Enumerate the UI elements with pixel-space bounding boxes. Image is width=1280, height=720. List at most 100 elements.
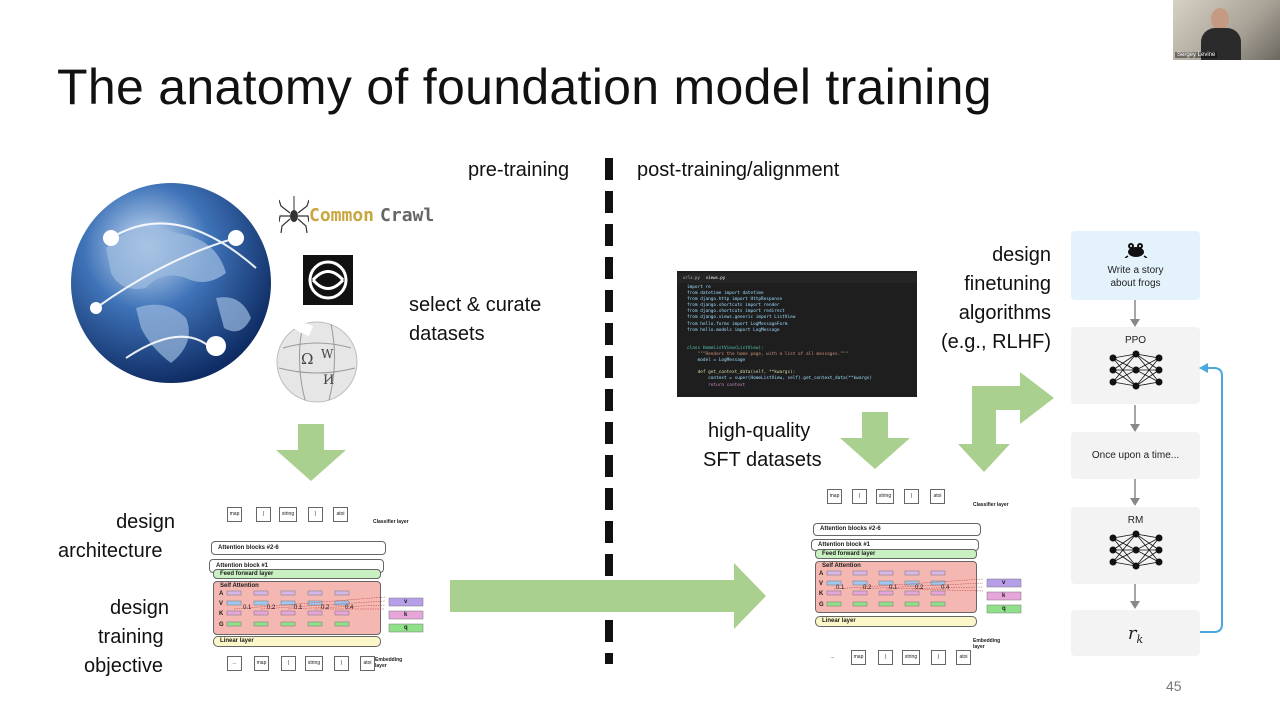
code-line: from django.views.generic import ListVie… <box>687 315 796 321</box>
alg-line1: design <box>992 244 1051 266</box>
transformer-diagram-right: map ( string ) atoi Classifier layer Att… <box>805 489 1035 665</box>
globe-icon <box>71 183 271 383</box>
sft-line1: high-quality <box>708 420 811 442</box>
bottom-token: atoi <box>956 650 971 665</box>
ppo-box: PPO <box>1071 327 1200 404</box>
top-token: ) <box>308 507 323 522</box>
editor-tabs: urls.py views.py <box>677 273 917 283</box>
alg-line4: (e.g., RLHF) <box>940 331 1051 353</box>
code-line: class HomeListView(ListView): <box>687 345 764 351</box>
svg-text:W: W <box>321 347 334 361</box>
attn-weight: 0.1 <box>243 605 252 611</box>
code-line: from datetime import datetime <box>687 291 764 297</box>
ppo-label: PPO <box>1124 335 1147 346</box>
row-v: V <box>819 581 824 587</box>
transformer-diagram-left: map ( string ) atoi Classifier layer Att… <box>205 505 435 680</box>
sft-line2: SFT datasets <box>703 449 822 471</box>
slide-number: 45 <box>1166 678 1182 694</box>
attn-weight: 0.2 <box>863 585 872 591</box>
reward-box: r k <box>1071 610 1200 656</box>
svg-text:И: И <box>323 373 334 388</box>
alg-line3: algorithms <box>958 302 1051 324</box>
k-vector-label: k <box>1002 593 1006 599</box>
webcam-name-tag: Sergey Levine <box>1175 52 1218 58</box>
code-line: def get_context_data(self, **kwargs): <box>687 370 796 376</box>
attn-weight: 0.4 <box>941 585 950 591</box>
down-arrow-icon <box>276 424 346 481</box>
reward-subscript: k <box>1136 632 1144 646</box>
webcam-thumbnail: Sergey Levine <box>1173 0 1280 60</box>
design-objective-line2: training <box>98 626 164 648</box>
wikipedia-icon: Ω W И <box>276 321 358 403</box>
code-line: from django.shortcuts import render <box>687 303 780 309</box>
pretraining-label: pre-training <box>468 159 570 181</box>
row-v: V <box>219 601 224 607</box>
bottom-token: ) <box>334 656 349 671</box>
flow-arrow-icon <box>1130 584 1140 610</box>
attn-weight: 0.1 <box>836 585 845 591</box>
svg-text:Ω: Ω <box>301 350 313 368</box>
flow-arrow-icon <box>1130 405 1140 433</box>
spider-icon <box>279 196 309 234</box>
classifier-layer-label: Classifier layer <box>973 502 1009 508</box>
arch-line1: design <box>116 511 175 533</box>
top-token: string <box>279 507 297 522</box>
v-vector-label: v <box>404 599 408 605</box>
prompt-box: Write a story about frogs <box>1071 231 1200 300</box>
attn-weight: 0.2 <box>321 605 330 611</box>
alg-line2: finetuning <box>964 273 1051 295</box>
dataset-logo-icon <box>303 255 353 305</box>
bottom-token: ... <box>227 656 242 671</box>
top-token: ( <box>852 489 867 504</box>
bottom-token: ... <box>825 650 840 665</box>
code-line: return context <box>687 382 746 388</box>
design-objective-line1: design <box>110 597 169 619</box>
self-attention-label: Self Attention <box>822 563 861 569</box>
row-g: G <box>219 622 224 628</box>
bottom-token: ( <box>281 656 296 671</box>
bent-arrow-icon <box>958 372 1054 472</box>
slide-title: The anatomy of foundation model training <box>57 59 992 115</box>
top-token: ) <box>904 489 919 504</box>
common-crawl-text-1: Common <box>309 204 375 226</box>
top-token: atoi <box>333 507 348 522</box>
response-text: Once upon a time... <box>1091 450 1180 461</box>
flow-arrow-icon <box>1130 300 1140 328</box>
top-token: ( <box>256 507 271 522</box>
code-line: """Renders the home page, with a list of… <box>687 352 849 358</box>
attn-weight: 0.2 <box>915 585 924 591</box>
select-curate-line2: datasets <box>409 323 485 345</box>
reward-symbol: r <box>1127 622 1137 644</box>
q-vector-label: q <box>1002 606 1006 612</box>
embedding-layer-label: Embedding layer <box>375 657 403 669</box>
common-crawl-text-2: Crawl <box>380 204 435 226</box>
neural-network-icon <box>1109 350 1162 390</box>
attn-weight: 0.1 <box>294 605 303 611</box>
k-vector-label: k <box>404 612 408 618</box>
row-a: A <box>819 571 824 577</box>
row-k: K <box>819 591 824 597</box>
phase-divider <box>605 158 613 664</box>
feedback-loop-arrow-icon <box>1199 363 1223 633</box>
attn-weight: 0.1 <box>889 585 898 591</box>
embedding-layer-label: Embedding layer <box>973 638 1001 650</box>
v-vector-label: v <box>1002 580 1006 586</box>
bottom-token: string <box>902 650 920 665</box>
q-vector-label: q <box>404 625 408 631</box>
select-curate-label: select & curate datasets <box>409 291 541 349</box>
feed-forward-layer: Feed forward layer <box>815 549 977 559</box>
attn-weight: 0.2 <box>267 605 276 611</box>
code-lines: import re from datetime import datetime … <box>677 283 917 389</box>
linear-layer: Linear layer <box>213 636 381 647</box>
bottom-token: ( <box>878 650 893 665</box>
response-box: Once upon a time... <box>1071 432 1200 479</box>
architecture-word: architecture <box>58 540 163 562</box>
rm-box: RM <box>1071 507 1200 584</box>
code-line: from hello.forms import LogMessageForm <box>687 321 788 327</box>
down-arrow-icon <box>840 412 910 469</box>
top-token: map <box>227 507 242 522</box>
editor-tab: views.py <box>705 274 726 280</box>
top-token: string <box>876 489 894 504</box>
row-k: K <box>219 611 224 617</box>
code-line: import re <box>687 285 711 290</box>
